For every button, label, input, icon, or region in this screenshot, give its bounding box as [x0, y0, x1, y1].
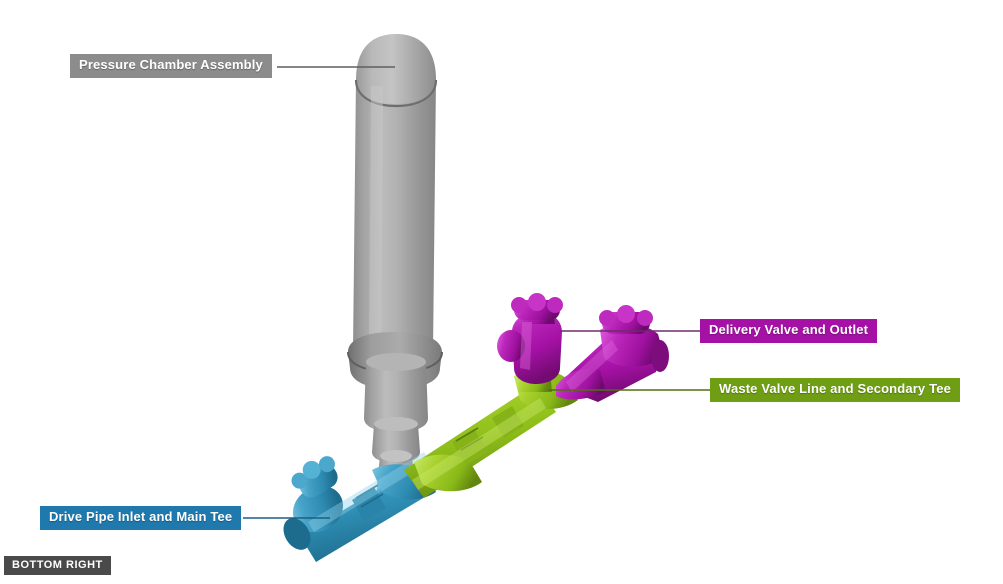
- delivery-outlet-highlight: [566, 340, 618, 392]
- chamber-outlet-nipple-rim: [380, 450, 412, 462]
- callout-delivery-valve[interactable]: Delivery Valve and Outlet: [700, 319, 878, 343]
- chamber-cylinder-body: [353, 78, 436, 368]
- delivery-outlet-end-face: [651, 340, 669, 372]
- delivery-outlet-body: [600, 323, 664, 367]
- drive-coupling-groove-a: [355, 484, 379, 499]
- delivery-outlet-cap: [599, 305, 653, 334]
- chamber-reducer-upper-rim: [366, 353, 426, 371]
- chamber-specular-highlight: [369, 86, 383, 350]
- delivery-outlet-elbow: [556, 368, 606, 400]
- chamber-top-cap: [356, 34, 436, 104]
- waste-coupling-groove-a1: [455, 427, 479, 442]
- drive-valve-body: [292, 485, 344, 533]
- component-waste-valve-line[interactable]: [404, 368, 578, 498]
- callout-drive-pipe[interactable]: Drive Pipe Inlet and Main Tee: [40, 506, 242, 530]
- delivery-valve-left: [497, 293, 563, 384]
- chamber-reducer-mid-rim: [374, 417, 418, 431]
- drive-pipe-highlight: [308, 452, 430, 532]
- chamber-reducer-upper: [364, 362, 428, 432]
- delivery-valve-left-highlight: [520, 322, 532, 370]
- drive-valve-cap: [291, 456, 338, 498]
- delivery-outlet-right: [556, 305, 669, 402]
- component-drive-pipe[interactable]: [278, 450, 440, 562]
- waste-line-highlight: [412, 398, 546, 490]
- delivery-valve-left-side-lobe: [497, 330, 525, 362]
- callout-waste-valve[interactable]: Waste Valve Line and Secondary Tee: [710, 378, 960, 402]
- chamber-cap-seam: [354, 79, 438, 108]
- delivery-valve-left-body: [512, 312, 562, 384]
- view-orientation-badge: BOTTOM RIGHT: [4, 556, 111, 575]
- delivery-valve-left-cap: [511, 293, 563, 320]
- drive-inlet-end-face: [283, 518, 311, 550]
- drive-coupling-groove-b: [360, 493, 384, 508]
- waste-coupling-ring-b: [492, 406, 524, 438]
- leader-lines: [243, 66, 710, 519]
- component-delivery-valve[interactable]: [497, 293, 669, 402]
- callout-pressure-chamber[interactable]: Pressure Chamber Assembly: [70, 54, 272, 78]
- component-pressure-chamber[interactable]: [347, 34, 443, 484]
- waste-line-lower-joint: [414, 454, 482, 492]
- waste-coupling-groove-a2: [460, 436, 484, 451]
